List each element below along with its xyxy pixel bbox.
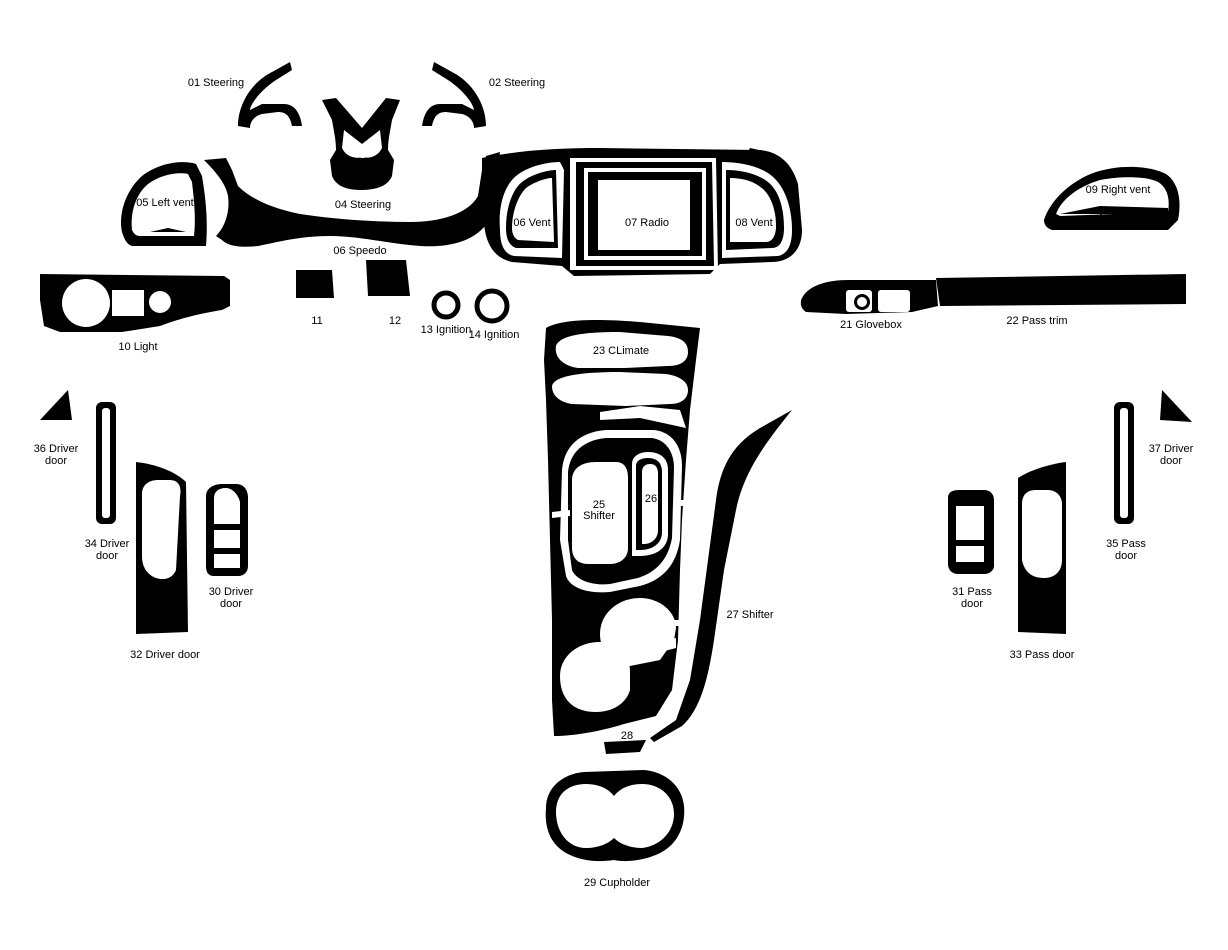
part-11	[296, 270, 334, 298]
label-12: 12	[388, 315, 402, 327]
part-13-ignition	[431, 290, 461, 320]
label-27-shifter: 27 Shifter	[726, 609, 774, 621]
label-06-vent: 06 Vent	[513, 217, 551, 229]
label-06-speedo: 06 Speedo	[333, 245, 387, 257]
label-31-pass-door-b: door	[960, 598, 984, 610]
label-02-steering: 02 Steering	[488, 77, 546, 89]
part-23-climate-center-stack	[544, 320, 700, 736]
part-32-driver-door	[136, 462, 188, 634]
label-25-shifter-number: 25	[592, 499, 606, 511]
part-02-steering	[422, 62, 486, 128]
label-31-pass-door-a: 31 Pass	[952, 586, 992, 598]
label-26: 26	[644, 493, 658, 505]
part-05-left-vent	[120, 162, 207, 246]
part-01-steering	[238, 62, 302, 128]
label-08-vent: 08 Vent	[735, 217, 773, 229]
part-04-steering	[204, 152, 500, 247]
label-34-driver-door-a: 34 Driver	[84, 538, 130, 550]
label-14-ignition: 14 Ignition	[468, 329, 520, 341]
label-22-pass-trim: 22 Pass trim	[1006, 315, 1068, 327]
label-34-driver-door-b: door	[95, 550, 119, 562]
part-06-07-08-center-panel	[482, 148, 802, 276]
part-30-driver-door	[206, 484, 248, 576]
part-10-light	[40, 274, 230, 332]
part-22-pass-trim	[936, 274, 1186, 306]
label-05-left-vent: 05 Left vent	[136, 197, 194, 209]
label-11: 11	[311, 315, 323, 327]
label-35-pass-door-b: door	[1114, 550, 1138, 562]
part-35-pass-door	[1114, 402, 1134, 524]
label-30-driver-door-a: 30 Driver	[208, 586, 254, 598]
part-27-shifter	[650, 410, 792, 742]
part-12	[366, 260, 410, 296]
label-32-driver-door: 32 Driver door	[130, 649, 200, 661]
label-36-driver-door-a: 36 Driver	[33, 443, 79, 455]
part-21-glovebox	[800, 280, 938, 314]
part-33-pass-door	[1018, 462, 1066, 634]
label-04-steering: 04 Steering	[334, 199, 392, 211]
part-09-right-vent	[1044, 166, 1180, 230]
label-13-ignition: 13 Ignition	[420, 324, 472, 336]
label-25-shifter-text: Shifter	[583, 510, 615, 522]
label-03-steering-text: Steering	[342, 168, 384, 180]
label-21-glovebox: 21 Glovebox	[840, 319, 902, 331]
part-28	[604, 740, 646, 754]
label-07-radio: 07 Radio	[624, 217, 670, 229]
label-29-cupholder: 29 Cupholder	[583, 877, 651, 889]
part-29-cupholder	[545, 770, 685, 862]
label-33-pass-door: 33 Pass door	[1009, 649, 1075, 661]
label-01-steering: 01 Steering	[187, 77, 245, 89]
part-37-driver-door	[1160, 390, 1192, 422]
part-31-pass-door	[948, 490, 994, 574]
part-14-ignition	[474, 288, 510, 324]
label-35-pass-door-a: 35 Pass	[1106, 538, 1146, 550]
label-23-climate: 23 CLimate	[592, 345, 650, 357]
label-36-driver-door-b: door	[44, 455, 68, 467]
label-03-steering-number: 03	[356, 156, 370, 168]
label-37-driver-door-b: door	[1159, 455, 1183, 467]
part-03-steering	[322, 98, 400, 190]
label-37-driver-door-a: 37 Driver	[1148, 443, 1194, 455]
label-30-driver-door-b: door	[219, 598, 243, 610]
label-10-light: 10 Light	[118, 341, 158, 353]
label-09-right-vent: 09 Right vent	[1085, 184, 1151, 196]
part-36-driver-door	[40, 390, 72, 420]
part-34-driver-door	[96, 402, 116, 524]
label-28: 28	[620, 730, 634, 742]
